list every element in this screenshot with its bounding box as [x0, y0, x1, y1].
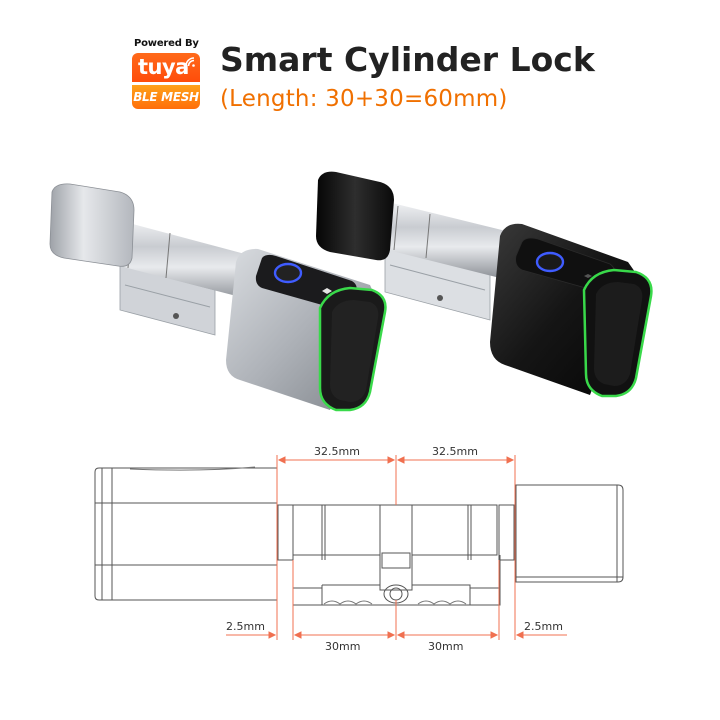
dimension-drawing [94, 455, 624, 640]
tuya-brand-badge: Powered By tuya BLE MESH [132, 38, 202, 116]
tuya-logo: tuya [132, 53, 200, 82]
dimension-label-top-right: 32.5mm [432, 445, 478, 458]
dimension-label-bottom-left: 30mm [325, 640, 361, 653]
powered-by-label: Powered By [134, 38, 199, 49]
cylinder-outline [94, 466, 624, 606]
page-subtitle: (Length: 30+30=60mm) [220, 86, 508, 112]
tuya-logo-text: tuya [138, 55, 189, 79]
dimension-label-offset-right: 2.5mm [524, 620, 563, 633]
silver-lock [49, 183, 387, 412]
black-lock [316, 171, 653, 398]
dimension-lines [226, 455, 567, 640]
dimension-label-offset-left: 2.5mm [226, 620, 265, 633]
dimension-label-top-left: 32.5mm [314, 445, 360, 458]
product-photos [49, 171, 653, 412]
dimension-label-bottom-right: 30mm [428, 640, 464, 653]
ble-mesh-badge: BLE MESH [132, 85, 200, 109]
page-title: Smart Cylinder Lock [220, 40, 595, 79]
wifi-icon [185, 57, 195, 67]
